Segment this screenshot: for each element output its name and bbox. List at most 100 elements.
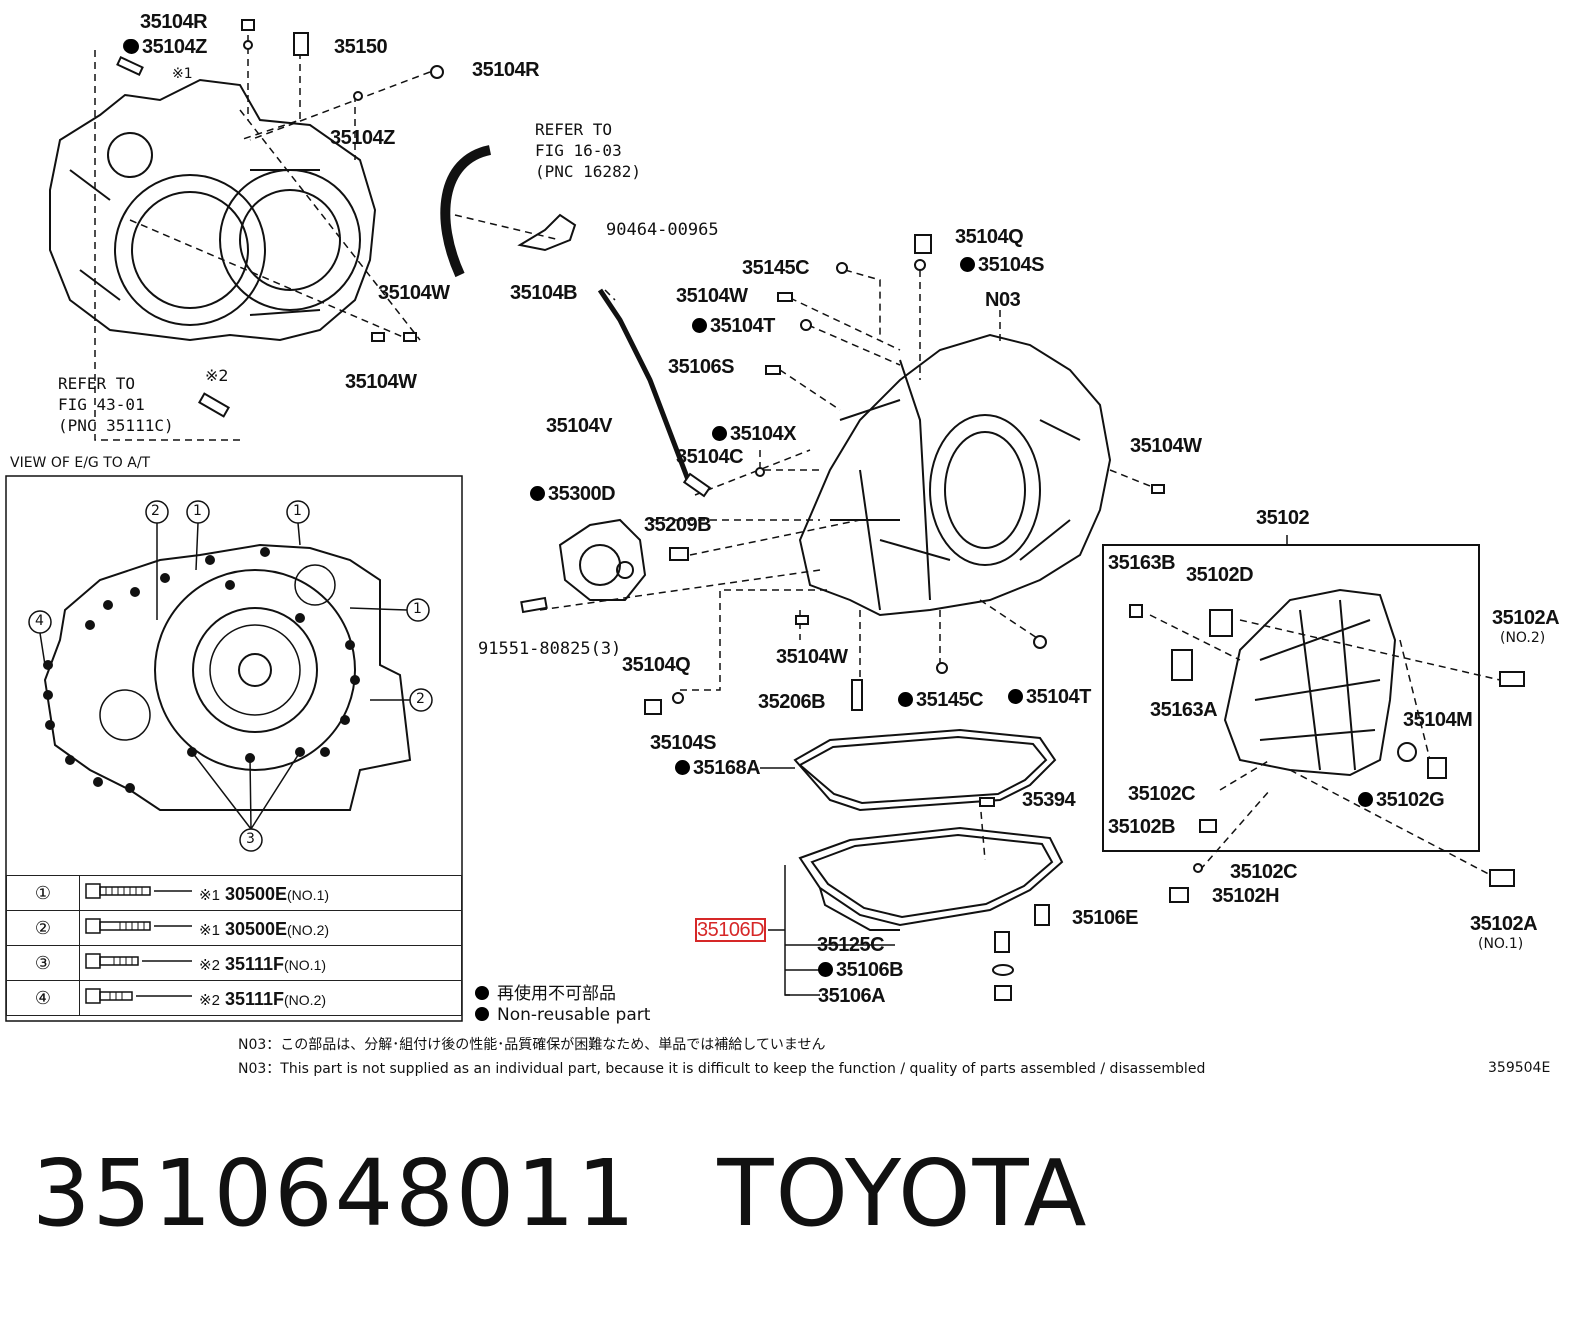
label-35106E: 35106E — [1072, 907, 1138, 929]
callout-2-right: 2 — [416, 691, 425, 707]
non-reusable-dot-icon — [475, 1007, 489, 1021]
non-reusable-dot-icon — [898, 692, 913, 707]
label-35102B: 35102B — [1108, 816, 1176, 838]
row-index: ③ — [6, 945, 80, 981]
label-35104R-top: 35104R — [140, 11, 208, 33]
refer-note-fig43: REFER TO FIG 43-01 (PNC 35111C) — [58, 374, 174, 435]
label-35104V: 35104V — [546, 415, 612, 437]
label-35104X: 35104X — [712, 424, 796, 444]
table-row: ② ※1 30500E(NO.2) — [6, 910, 462, 946]
label-35104S-top: 35104S — [960, 255, 1044, 275]
callout-1-b: 1 — [293, 503, 302, 519]
hose-drawing — [440, 145, 492, 278]
label-no1-bottom: (NO.1) — [1478, 936, 1524, 952]
callout-4: 4 — [35, 613, 44, 629]
row-detail: ※1 30500E(NO.1) — [79, 875, 462, 911]
non-reusable-dot-icon — [675, 760, 690, 775]
bolt-table: ① ※1 30500E(NO.1) ② ※1 30500E(NO.2) ③ ※2… — [6, 875, 462, 1016]
label-35104S: 35104S — [650, 732, 716, 754]
label-35209B: 35209B — [644, 514, 712, 536]
brand: TOYOTA — [717, 1140, 1089, 1247]
pan-gasket-drawing — [793, 728, 1057, 812]
label-35104B: 35104B — [510, 282, 578, 304]
label-35102A-no1: 35102A — [1470, 913, 1538, 935]
side-cover-frame — [1102, 544, 1480, 852]
label-35104Q: 35104Q — [622, 654, 691, 676]
view-title: VIEW OF E/G TO A/T — [10, 455, 151, 471]
label-35102H: 35102H — [1212, 885, 1280, 907]
callout-1-c: 1 — [413, 601, 422, 617]
label-35394: 35394 — [1022, 789, 1076, 811]
non-reusable-dot-icon — [818, 962, 833, 977]
converter-housing-drawing — [49, 78, 377, 342]
label-35102A-no2: 35102A — [1492, 607, 1560, 629]
label-35102C-b: 35102C — [1230, 861, 1298, 883]
non-reusable-dot-icon — [530, 486, 545, 501]
label-35150: 35150 — [334, 36, 388, 58]
label-35106B: 35106B — [818, 960, 904, 980]
legend-en: Non-reusable part — [475, 1005, 650, 1025]
tube-drawing — [597, 288, 693, 486]
label-35104Z: 35104Z — [330, 127, 395, 149]
label-35102: 35102 — [1256, 507, 1310, 529]
label-35106S: 35106S — [668, 356, 734, 378]
non-reusable-dot-icon — [475, 986, 489, 1000]
label-35145C-top: 35145C — [742, 257, 810, 279]
label-35104T-top: 35104T — [692, 316, 775, 336]
bolt-icon — [85, 882, 192, 899]
mark-ref-1: ※1 — [172, 66, 193, 82]
label-35102G: 35102G — [1358, 790, 1445, 810]
footnote-en: N03：This part is not supplied as an indi… — [238, 1061, 1206, 1077]
row-index: ① — [6, 875, 80, 911]
label-90464-00965: 90464-00965 — [606, 220, 719, 240]
table-row: ① ※1 30500E(NO.1) — [6, 875, 462, 911]
label-N03: N03 — [985, 289, 1021, 311]
label-no2-top: (NO.2) — [1500, 630, 1546, 646]
label-35106D-highlighted: 35106D — [694, 918, 767, 942]
oil-pan-drawing — [798, 826, 1064, 931]
non-reusable-dot-icon — [1008, 689, 1023, 704]
figure-id: 359504E — [1488, 1060, 1551, 1076]
legend-jp: 再使用不可部品 — [475, 979, 616, 1004]
label-35104M: 35104M — [1403, 709, 1473, 731]
row-detail: ※1 30500E(NO.2) — [79, 910, 462, 946]
non-reusable-dot-icon — [1358, 792, 1373, 807]
footnote-jp: N03：この部品は、分解･組付け後の性能･品質確保が困難なため、単品では補給して… — [238, 1037, 826, 1053]
label-35168A: 35168A — [675, 758, 761, 778]
label-35106A: 35106A — [818, 985, 886, 1007]
label-35163A: 35163A — [1150, 699, 1218, 721]
label-35104Z-top: 35104Z — [124, 37, 207, 57]
engine-view-frame — [5, 475, 463, 1022]
non-reusable-dot-icon — [692, 318, 707, 333]
non-reusable-dot-icon — [960, 257, 975, 272]
side-cover-drawing — [1223, 588, 1397, 777]
non-reusable-dot-icon — [712, 426, 727, 441]
label-35104W-d: 35104W — [1130, 435, 1202, 457]
table-row: ③ ※2 35111F(NO.1) — [6, 945, 462, 981]
label-35206B: 35206B — [758, 691, 826, 713]
bolt-icon — [85, 987, 192, 1004]
mark-ref-2: ※2 — [205, 366, 229, 385]
label-91551-80825: 91551-80825(3) — [478, 639, 622, 659]
row-index: ④ — [6, 980, 80, 1016]
label-35104W-a: 35104W — [378, 282, 450, 304]
oil-pump-drawing — [558, 518, 647, 601]
row-index: ② — [6, 910, 80, 946]
label-35104T: 35104T — [1008, 687, 1091, 707]
label-35102C-a: 35102C — [1128, 783, 1196, 805]
label-35145C: 35145C — [898, 690, 984, 710]
label-35125C: 35125C — [817, 934, 885, 956]
label-35104W-c: 35104W — [676, 285, 748, 307]
label-35104Q-top: 35104Q — [955, 226, 1024, 248]
row-detail: ※2 35111F(NO.1) — [79, 945, 462, 981]
label-35104R: 35104R — [472, 59, 540, 81]
bolt-icon — [85, 952, 192, 969]
callout-2-top: 2 — [151, 503, 160, 519]
non-reusable-dot-icon — [124, 39, 139, 54]
label-35104W-e: 35104W — [776, 646, 848, 668]
refer-note-fig16: REFER TO FIG 16-03 (PNC 16282) — [535, 120, 641, 181]
bolt-icon — [85, 917, 192, 934]
